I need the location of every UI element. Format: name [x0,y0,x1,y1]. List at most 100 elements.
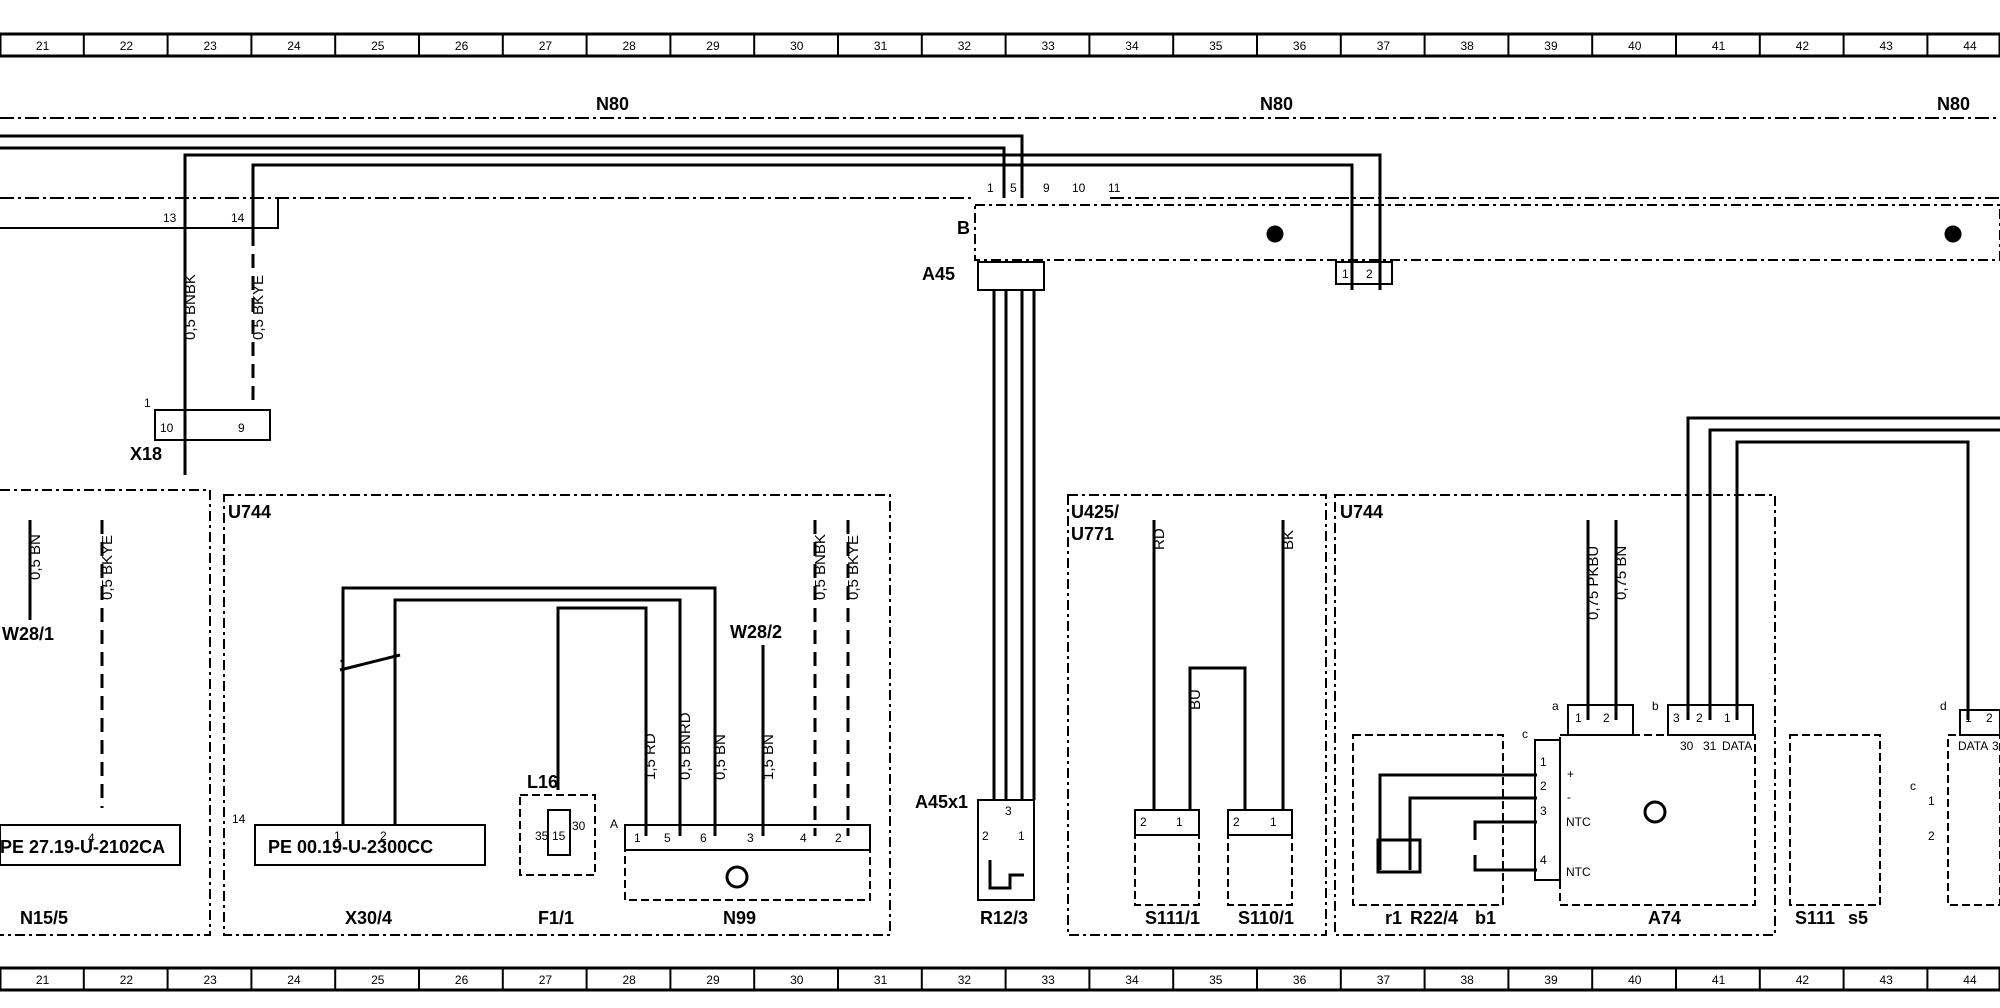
wire-label-w9: 0,5 BNBK [812,534,829,600]
pin-t31: 31 [1703,739,1717,753]
label-a45: A45 [922,264,955,284]
label-n80-b: N80 [1260,94,1293,114]
wire-bus-1 [0,134,1024,198]
x30-4-box [254,824,486,866]
r12-3-element [988,860,1024,890]
bottom-ruler-number: 28 [623,973,637,987]
pin-5: 5 [1010,181,1017,195]
pin-x18-9: 9 [238,421,245,435]
r22-4-box [1352,734,1504,906]
s111-1-box [1134,834,1200,906]
s111-s5-box [1789,734,1881,906]
pin-13: 13 [163,211,177,225]
pin-f1-15: 15 [552,829,566,843]
label-x18: X18 [130,444,162,464]
wire-r22-ntc1 [1473,820,1537,840]
pin-9: 9 [1043,181,1050,195]
pin-x18-1: 1 [144,396,151,410]
label-s111-1: S111/1 [1145,908,1200,928]
sx-connector [1959,709,2000,736]
top-ruler-number: 26 [455,39,469,53]
u425-u771-box [1067,494,1327,936]
a74-connector-c [1534,739,1561,881]
pin-a74-b: b [1652,699,1659,713]
wire-f1-1 [556,606,648,836]
bottom-ruler-number: 34 [1125,973,1139,987]
pin-s111-c2: 2 [1928,829,1935,843]
pin-t30: 30 [1680,739,1694,753]
pin-r12-1: 1 [1018,829,1025,843]
n80-connector-left [0,198,279,229]
pin-s111-2: 2 [1140,815,1147,829]
top-ruler [0,32,2000,58]
label-n80-c: N80 [1937,94,1970,114]
top-ruler-number: 31 [874,39,888,53]
pin-a74-d: d [1940,699,1947,713]
a74-box [1559,734,1756,906]
r22-4-element [1376,838,1422,874]
pin-d2: 2 [1986,711,1993,725]
wire-x30-1 [339,656,345,825]
bottom-ruler-number: 29 [706,973,720,987]
pin-a74-c2: 2 [1540,779,1547,793]
top-ruler-number: 39 [1544,39,1558,53]
a45-ground-1 [1266,225,1284,243]
top-ruler-number: 25 [371,39,385,53]
bottom-ruler-number: 31 [874,973,888,987]
pin-s111-c1: 1 [1928,794,1935,808]
bottom-ruler-number: 23 [204,973,218,987]
top-ruler-number: 34 [1125,39,1139,53]
label-w28-1: W28/1 [2,624,54,644]
wire-label-bnbk: 0,5 BNBK [182,274,199,340]
pin-14a: 14 [231,211,245,225]
pin-f1-30: 30 [572,819,586,833]
wire-label-w12: BK [1280,530,1297,550]
n99-motor [725,865,749,889]
top-ruler-number: 38 [1461,39,1475,53]
wire-x18-14 [251,163,1354,290]
top-ruler-number: 22 [120,39,134,53]
bottom-ruler-number: 36 [1293,973,1307,987]
pin-n99-a: A [610,817,618,831]
pin-s111-c: c [1910,779,1916,793]
pin-r12-3: 3 [1005,804,1012,818]
label-a45x1: A45x1 [915,792,968,812]
pin-data: DATA [1722,739,1752,753]
top-ruler-number: 27 [539,39,553,53]
wire-a74-b2 [1708,428,2000,720]
bottom-ruler-number: 44 [1963,973,1977,987]
top-ruler-number: 41 [1712,39,1726,53]
label-n99: N99 [723,908,756,928]
top-ruler-number: 44 [1963,39,1977,53]
label-b1: b1 [1475,908,1496,928]
wire-x30-loop [341,586,717,836]
u744-right-box [1334,494,1776,936]
wire-label-w11: RD [1151,528,1168,550]
pin-x18-10: 10 [160,421,174,435]
pin-a74-a1: 1 [1575,711,1582,725]
pin-a45-1: 1 [1342,267,1349,281]
pin-s110-2: 2 [1233,815,1240,829]
a74-motor [1643,800,1667,824]
bottom-ruler-number: 40 [1628,973,1642,987]
pin-n99-5: 5 [664,831,671,845]
wire-label-w3: 0,5 BN [27,534,44,580]
top-ruler-number: 43 [1880,39,1894,53]
wire-label-w10: 0,5 BKYE [845,535,862,600]
a45-box [974,204,2000,261]
sx-box [1947,734,2000,906]
label-s5: s5 [1848,908,1868,928]
wire-x18-13 [183,153,1382,290]
bottom-ruler-number: 21 [36,973,50,987]
bottom-ruler-number: 32 [958,973,972,987]
label-n80-a: N80 [596,94,629,114]
wire-label-w5: 1,5 RD [642,733,659,780]
n15-5-box [0,824,181,866]
label-b: B [957,218,970,238]
pin-1: 1 [987,181,994,195]
f1-1-box [519,794,596,876]
bottom-ruler-number: 24 [287,973,301,987]
pin-n99-1: 1 [634,831,641,845]
bottom-ruler-number: 37 [1377,973,1391,987]
